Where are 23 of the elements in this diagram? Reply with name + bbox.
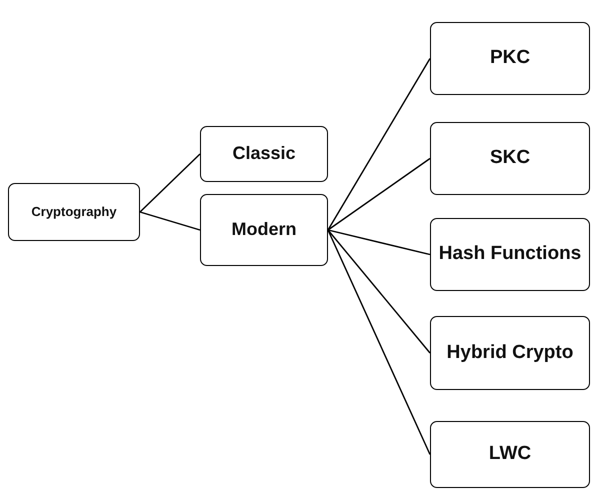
category-box	[8, 183, 140, 241]
category-box	[430, 421, 590, 488]
category-box	[430, 316, 590, 390]
category-box	[200, 126, 328, 182]
node-label: Classic	[232, 143, 296, 165]
connector-line	[140, 211, 200, 231]
node-label: Hybrid Crypto	[446, 342, 574, 364]
category-box	[200, 194, 328, 266]
category-box	[430, 122, 590, 195]
connector-line	[328, 158, 430, 231]
connector-line	[327, 58, 431, 230]
connector-line	[327, 230, 431, 354]
node-label: SKC	[490, 147, 530, 170]
category-box	[430, 218, 590, 291]
node-label: Cryptography	[31, 204, 117, 220]
node-label: Modern	[232, 219, 296, 241]
connector-line	[328, 229, 430, 256]
connector-line	[327, 230, 431, 455]
category-box	[430, 22, 590, 95]
node-label: LWC	[488, 443, 532, 466]
node-label: PKC	[490, 47, 530, 70]
connector-line	[140, 154, 200, 212]
node-label: Hash Functions	[438, 243, 582, 266]
